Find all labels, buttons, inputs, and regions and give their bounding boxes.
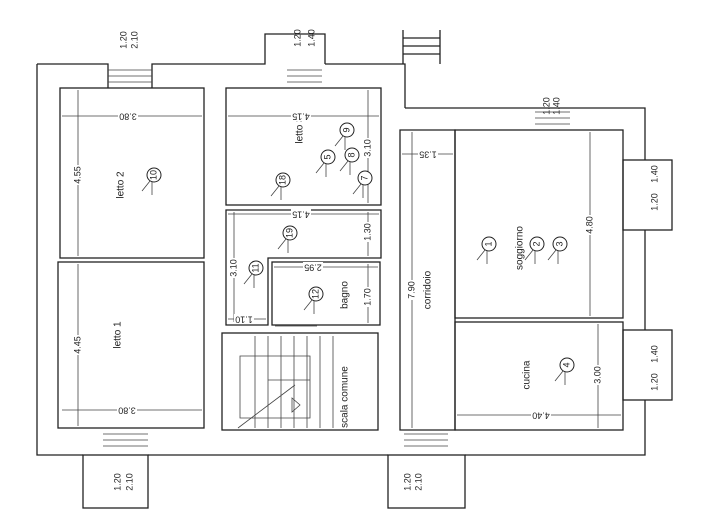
marker-number: 10 [148, 170, 158, 180]
room-label: corridoio [423, 270, 434, 309]
photo-marker: 19 [277, 225, 298, 253]
photo-marker: 8 [339, 147, 360, 175]
room-label: soggiorno [515, 226, 526, 270]
dimension-label: 3.10 [362, 139, 372, 157]
dimension-label: 4.80 [584, 216, 594, 234]
view-direction-arrows [352, 183, 364, 198]
marker-circle [320, 149, 336, 165]
dimension-label: 3.00 [592, 366, 602, 384]
dimension-label: 3.10 [228, 259, 238, 277]
room-label: letto 1 [113, 321, 124, 349]
dimension-label: 1.10 [235, 315, 253, 325]
marker-number: 7 [359, 175, 369, 180]
view-direction-arrows [339, 160, 351, 175]
photo-marker: 1 [476, 236, 497, 264]
view-direction-arrows [243, 273, 255, 288]
view-direction-arrows [524, 249, 536, 264]
marker-circle [552, 236, 568, 252]
marker-number: 12 [310, 289, 320, 299]
photo-marker: 9 [334, 122, 355, 150]
photo-marker: 7 [352, 170, 373, 198]
opening-label: 1.40 [649, 345, 659, 363]
opening-label: 1.20 [118, 31, 128, 49]
dimension-label: 7.90 [406, 281, 416, 299]
marker-circle [282, 225, 298, 241]
opening-label: 1.20 [649, 373, 659, 391]
dimension-label: 4.45 [72, 336, 82, 354]
dimension-label: 4.40 [532, 411, 550, 421]
marker-circle [481, 236, 497, 252]
opening-label: 2.10 [413, 473, 423, 491]
opening-label: 1.20 [402, 473, 412, 491]
photo-marker: 3 [547, 236, 568, 264]
marker-number: 9 [341, 127, 351, 132]
photo-marker: 18 [270, 172, 291, 200]
opening-label: 1.40 [649, 165, 659, 183]
marker-circle [248, 260, 264, 276]
dimension-label: 1.70 [362, 288, 372, 306]
opening-label: 2.10 [129, 31, 139, 49]
photo-marker: 5 [315, 149, 336, 177]
room-label: bagno [340, 281, 351, 309]
marker-number: 19 [284, 228, 294, 238]
dimension-label: 2.95 [304, 263, 322, 273]
view-direction-arrows [141, 180, 153, 195]
marker-number: 4 [561, 362, 571, 367]
marker-circle [529, 236, 545, 252]
marker-circle [146, 167, 162, 183]
marker-circle [275, 172, 291, 188]
dimension-label: 4.15 [292, 112, 310, 122]
photo-marker: 4 [554, 357, 575, 385]
photo-marker: 12 [303, 286, 324, 314]
marker-number: 18 [277, 175, 287, 185]
view-direction-arrows [303, 299, 315, 314]
marker-number: 1 [483, 241, 493, 246]
view-direction-arrows [476, 249, 488, 264]
room-label: scala comune [340, 366, 351, 428]
room-label: cucina [522, 360, 533, 389]
view-direction-arrows [554, 370, 566, 385]
opening-label: 1.20 [541, 97, 551, 115]
walls [36, 30, 673, 509]
view-direction-arrows [277, 238, 289, 253]
opening-label: 2.10 [124, 473, 134, 491]
dimension-label: 4.15 [292, 210, 310, 220]
photo-marker: 10 [141, 167, 162, 195]
marker-circle [308, 286, 324, 302]
marker-number: 3 [554, 241, 564, 246]
marker-circle [344, 147, 360, 163]
marker-number: 11 [250, 263, 260, 272]
dimension-label: 1.30 [362, 223, 372, 241]
dimension-label: 3.80 [118, 406, 136, 416]
dimension-label: 3.80 [119, 112, 137, 122]
marker-circle [339, 122, 355, 138]
opening-label: 1.20 [292, 29, 302, 47]
marker-number: 2 [531, 241, 541, 246]
room-label: letto 2 [116, 171, 127, 199]
photo-marker: 2 [524, 236, 545, 264]
opening-label: 1.20 [112, 473, 122, 491]
marker-number: 5 [322, 154, 332, 159]
marker-circle [559, 357, 575, 373]
view-direction-arrows [547, 249, 559, 264]
opening-label: 1.40 [306, 29, 316, 47]
marker-number: 8 [346, 152, 356, 157]
room-label: letto 3 [295, 116, 306, 144]
opening-label: 1.20 [649, 193, 659, 211]
dimension-label: 4.55 [72, 166, 82, 184]
view-direction-arrows [315, 162, 327, 177]
marker-circle [357, 170, 373, 186]
view-direction-arrows [334, 135, 346, 150]
view-direction-arrows [270, 185, 282, 200]
photo-marker: 11 [243, 260, 264, 288]
opening-label: 1.40 [551, 97, 561, 115]
dimension-label: 1.35 [419, 150, 437, 160]
